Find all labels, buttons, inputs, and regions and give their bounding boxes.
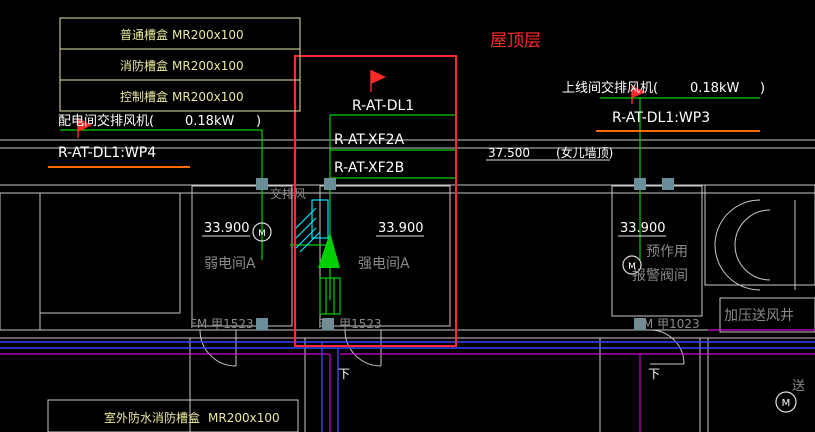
legend-name-0: 普通槽盒 <box>120 27 168 42</box>
door-label-1: FM 甲1523 <box>318 317 382 331</box>
building-walls <box>0 139 815 432</box>
room-level-0: 33.900 <box>204 221 250 236</box>
circuit-label-0: R-AT-DL1 <box>352 98 414 114</box>
motor-letter-2: M <box>782 398 791 409</box>
motor-letter-1: M <box>628 262 636 272</box>
flag-icon <box>77 70 646 138</box>
door-label-0: FM 甲1523 <box>190 317 254 331</box>
right-tag-power: 0.18kW <box>690 81 739 96</box>
legend-table <box>59 17 301 112</box>
door-label-2: FM 甲1023 <box>636 317 700 331</box>
legend-spec-1: MR200x100 <box>172 59 244 73</box>
right-tag-equipment: 上线间交排风机( <box>562 80 658 96</box>
circuit-label-1: R-AT-XF2A <box>334 132 405 148</box>
room-name-3: 报警阀间 <box>632 268 688 284</box>
right-tag-close: ) <box>760 81 765 96</box>
legend-bottom-spec: MR200x100 <box>208 411 280 425</box>
room-level-1: 33.900 <box>378 221 424 236</box>
legend-spec-2: MR200x100 <box>172 90 244 104</box>
pipe-routes <box>0 329 815 432</box>
room-level-2: 33.900 <box>620 221 666 236</box>
junction-boxes <box>256 178 674 330</box>
right-tag-circuit: R-AT-DL1:WP3 <box>612 110 710 126</box>
floor-title: 屋顶层 <box>490 31 541 51</box>
legend-bottom-name: 室外防水消防槽盒 <box>104 410 200 425</box>
left-tag-equipment: 配电间交排风机( <box>58 113 154 129</box>
partial-label-2: 下 <box>648 367 660 381</box>
riser-arrow <box>318 232 340 268</box>
partial-label-0: 交排风 <box>270 186 306 201</box>
partial-label-1: 下 <box>338 367 350 381</box>
left-tag-close: ) <box>256 114 261 129</box>
parapet-label: (女儿墙顶) <box>556 145 613 160</box>
room-name-0: 弱电间A <box>204 256 256 272</box>
shaft-label: 加压送风井 <box>724 308 794 324</box>
room-name-2: 预作用 <box>646 244 688 260</box>
legend-name-2: 控制槽盒 <box>120 89 168 104</box>
partial-label-3: 送 <box>792 379 805 394</box>
duct-hatch <box>295 199 329 253</box>
circuit-label-2: R-AT-XF2B <box>334 160 404 176</box>
legend-name-1: 消防槽盒 <box>120 58 168 73</box>
motor-symbol <box>252 222 797 413</box>
room-name-1: 强电间A <box>358 256 410 272</box>
motor-letter-0: M <box>258 229 266 239</box>
legend-spec-0: MR200x100 <box>172 28 244 42</box>
left-tag-power: 0.18kW <box>185 114 234 129</box>
left-tag-circuit: R-AT-DL1:WP4 <box>58 145 156 161</box>
parapet-level: 37.500 <box>488 146 530 160</box>
highlight-box <box>294 55 457 347</box>
